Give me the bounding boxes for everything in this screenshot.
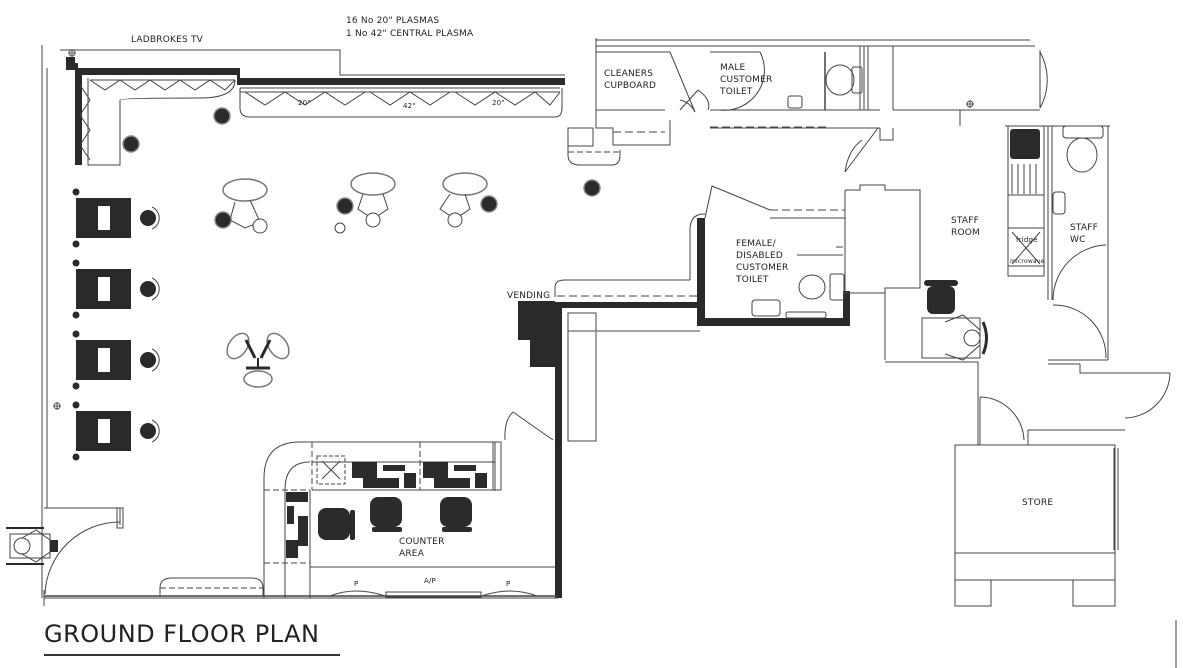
female-disabled-toilet-room: [697, 185, 850, 326]
vending-label: VENDING: [507, 291, 551, 301]
gaming-machine-2: [72, 259, 160, 319]
plasma-column-markers: [122, 107, 601, 197]
room-label-staff-room: STAFF ROOM: [951, 216, 980, 238]
toilet-block: [567, 38, 1048, 166]
fridge-label: fridge: [1016, 236, 1038, 244]
room-label-female-disabled-toilet: FEMALE/ DISABLED CUSTOMER TOILET: [736, 239, 789, 285]
staff-wc: [1027, 125, 1171, 445]
screen-size-center: 42": [403, 102, 416, 110]
betting-station-cluster: [226, 332, 290, 388]
betting-station-1: [214, 178, 268, 234]
counter-position-p-right: P: [506, 580, 511, 588]
counter-position-ap: A/P: [424, 577, 436, 585]
room-label-store: STORE: [1022, 498, 1054, 508]
wheelchair-user-icon: [6, 527, 58, 565]
left-exterior-wall: [41, 45, 121, 598]
counter-chair-2: [370, 497, 402, 532]
betting-station-2: [334, 172, 396, 234]
gaming-machine-1: [72, 188, 160, 248]
gaming-machine-3: [72, 330, 160, 390]
vending-area: [504, 213, 705, 598]
room-label-counter-area: COUNTER AREA: [399, 537, 445, 559]
screen-size-left: 20": [298, 99, 311, 107]
counter-position-p-left: P: [354, 580, 359, 588]
counter-chair-3: [440, 497, 472, 532]
gaming-machine-4: [72, 401, 160, 461]
betting-station-3: [439, 172, 498, 228]
plan-title: GROUND FLOOR PLAN: [44, 620, 320, 648]
screen-size-right: 20": [492, 99, 505, 107]
room-label-male-toilet: MALE CUSTOMER TOILET: [720, 63, 773, 97]
tv-wall: [60, 49, 565, 166]
title-underline: [44, 654, 340, 656]
room-label-cleaners-cupboard: CLEANERS CUPBOARD: [604, 69, 657, 91]
betting-stations: [214, 172, 498, 388]
counter-area: [159, 441, 555, 598]
gaming-machines: [53, 49, 160, 461]
wall-marker-icon: [53, 402, 61, 410]
plasma-spec-line2: 1 No 42" CENTRAL PLASMA: [346, 29, 474, 39]
plasma-spec-line1: 16 No 20" PLASMAS: [346, 16, 440, 26]
ladbrokes-tv-label: LADBROKES TV: [131, 35, 204, 45]
front-wall-entrance: [43, 507, 558, 606]
staff-room: [844, 125, 1110, 446]
counter-chair-1: [318, 508, 355, 540]
wall-marker-icon-top: [68, 49, 76, 57]
store-room: [954, 396, 1119, 607]
room-label-staff-wc: STAFF WC: [1070, 223, 1099, 245]
microwave-label: microwave: [1010, 258, 1045, 265]
